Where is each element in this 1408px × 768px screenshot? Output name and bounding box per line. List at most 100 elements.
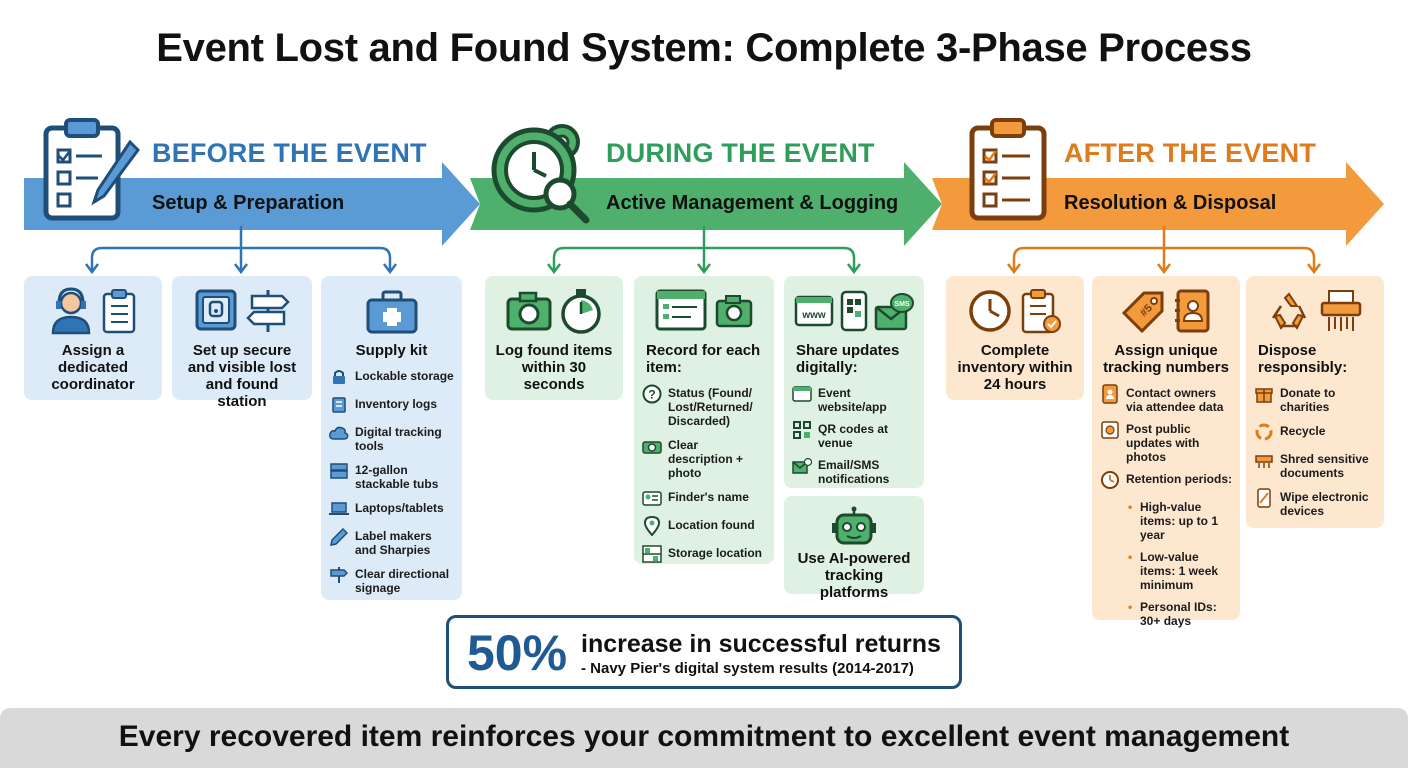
card-complete-inventory: Complete inventory within 24 hours <box>946 276 1084 400</box>
list-item: ?Status (Found/ Lost/Returned/ Discarded… <box>642 384 766 428</box>
card-label: Dispose responsibly: <box>1258 342 1348 376</box>
contact-book-icon <box>1175 289 1210 333</box>
card-label: Assign unique tracking numbers <box>1103 342 1229 376</box>
lock-icon <box>329 367 349 387</box>
clock-icon <box>969 290 1011 332</box>
question-icon: ? <box>642 384 662 404</box>
wipe-device-icon <box>1254 488 1274 508</box>
location-pin-icon <box>642 516 662 536</box>
phase-subtitle-after: Resolution & Disposal <box>1064 192 1277 214</box>
list-item: Post public updates with photos <box>1100 420 1232 464</box>
card-label: Supply kit <box>355 342 428 359</box>
list-item: Clear description + photo <box>642 436 766 480</box>
page-title: Event Lost and Found System: Complete 3-… <box>156 26 1252 70</box>
laptop-icon <box>329 499 349 519</box>
retention-item: High-value items: up to 1 year <box>1128 500 1232 542</box>
phase-arrow-during <box>470 162 942 246</box>
clipboard-check-icon <box>1021 289 1061 334</box>
footer-text: Every recovered item reinforces your com… <box>118 720 1290 753</box>
toolbox-icon <box>366 290 417 334</box>
card-label: Log found items within 30 seconds <box>495 342 613 393</box>
card-dispose: Dispose responsibly: Donate to charities… <box>1246 276 1384 528</box>
list-item: Label makers and Sharpies <box>329 527 454 557</box>
stat-callout: 50% increase in successful returns - Nav… <box>446 615 962 689</box>
logbook-icon <box>329 395 349 415</box>
card-ai-tracking: Use AI-powered tracking platforms <box>784 496 924 601</box>
shredder-icon <box>1320 290 1362 331</box>
footer-banner: Every recovered item reinforces your com… <box>0 708 1408 768</box>
photo-post-icon <box>1100 420 1120 440</box>
list-item: Finder's name <box>642 488 766 508</box>
recycle-icon <box>1271 292 1307 330</box>
list-item: Storage location <box>642 544 766 564</box>
list-item: Lockable storage <box>329 367 454 387</box>
list-item: Shred sensitive documents <box>1254 450 1376 480</box>
qr-icon <box>792 420 812 440</box>
card-label: Share updates digitally: <box>796 342 900 376</box>
list-item: Email/SMS notifications <box>792 456 916 486</box>
list-item: Donate to charities <box>1254 384 1376 414</box>
phase-subtitle-during: Active Management & Logging <box>606 192 899 214</box>
cloud-icon <box>329 423 349 443</box>
email-sms-icon <box>792 456 812 476</box>
safe-icon <box>195 289 237 331</box>
svg-text:SMS: SMS <box>894 301 910 308</box>
card-log-items: Log found items within 30 seconds <box>485 276 623 400</box>
before-phase-icon <box>40 118 140 227</box>
list-item: Clear directional signage <box>329 565 454 595</box>
card-label: Assign a dedicated coordinator <box>51 342 135 393</box>
shelf-icon <box>642 544 662 564</box>
robot-icon <box>832 506 876 545</box>
card-label: Record for each item: <box>646 342 761 376</box>
list-item: Digital tracking tools <box>329 423 454 453</box>
headset-person-icon <box>51 287 91 335</box>
tubs-icon <box>329 461 349 481</box>
phase-subtitle-before: Setup & Preparation <box>152 192 345 214</box>
qr-phone-icon <box>840 290 868 332</box>
www-icon: www <box>794 295 834 327</box>
card-label: Use AI-powered tracking platforms <box>797 550 911 601</box>
card-share-updates: www SMS Share updates digitally: Event w… <box>784 276 924 488</box>
recycle-icon <box>1254 422 1274 442</box>
during-phase-icon <box>488 114 600 229</box>
list-item: Inventory logs <box>329 395 454 415</box>
card-record-item: Record for each item: ?Status (Found/ Lo… <box>634 276 774 564</box>
card-assign-coordinator: Assign a dedicated coordinator <box>24 276 162 400</box>
card-setup-station: Set up secure and visible lost and found… <box>172 276 312 410</box>
list-item: 12-gallon stackable tubs <box>329 461 454 491</box>
list-item: QR codes at venue <box>792 420 916 450</box>
list-item: Location found <box>642 516 766 536</box>
browser-icon <box>792 384 812 404</box>
phase-title-after: AFTER THE EVENT <box>1064 138 1317 168</box>
camera-icon <box>715 295 753 328</box>
retention-item: Personal IDs: 30+ days <box>1128 600 1232 628</box>
after-phase-icon <box>968 118 1050 227</box>
tag-icon: #5 <box>1121 291 1164 333</box>
card-label: Set up secure and visible lost and found… <box>187 342 297 410</box>
list-item: Laptops/tablets <box>329 499 454 519</box>
card-label: Complete inventory within 24 hours <box>957 342 1073 393</box>
marker-icon <box>329 527 349 547</box>
form-icon <box>655 289 707 331</box>
camera-icon <box>642 436 662 456</box>
signpost-icon <box>246 290 290 332</box>
svg-text:?: ? <box>648 388 655 402</box>
stat-text: increase in successful returns <box>581 630 941 658</box>
list-item: Retention periods: <box>1100 470 1232 490</box>
card-tracking-numbers: #5 Assign unique tracking numbers Contac… <box>1092 276 1240 628</box>
contact-icon <box>1100 384 1120 404</box>
id-card-icon <box>642 488 662 508</box>
retention-item: Low-value items: 1 week minimum <box>1128 550 1232 592</box>
phase-title-before: BEFORE THE EVENT <box>152 138 427 168</box>
card-supply-kit: Supply kit Lockable storage Inventory lo… <box>321 276 462 600</box>
sign-icon <box>329 565 349 585</box>
phase-arrow-before <box>24 162 480 246</box>
phase-title-during: DURING THE EVENT <box>606 138 875 168</box>
branch-connectors <box>85 226 1321 275</box>
clipboard-icon <box>102 289 136 334</box>
gift-icon <box>1254 384 1274 404</box>
list-item: Contact owners via attendee data <box>1100 384 1232 414</box>
camera-icon <box>506 291 552 331</box>
sms-envelope-icon: SMS <box>874 293 914 331</box>
stat-number: 50% <box>467 625 568 681</box>
